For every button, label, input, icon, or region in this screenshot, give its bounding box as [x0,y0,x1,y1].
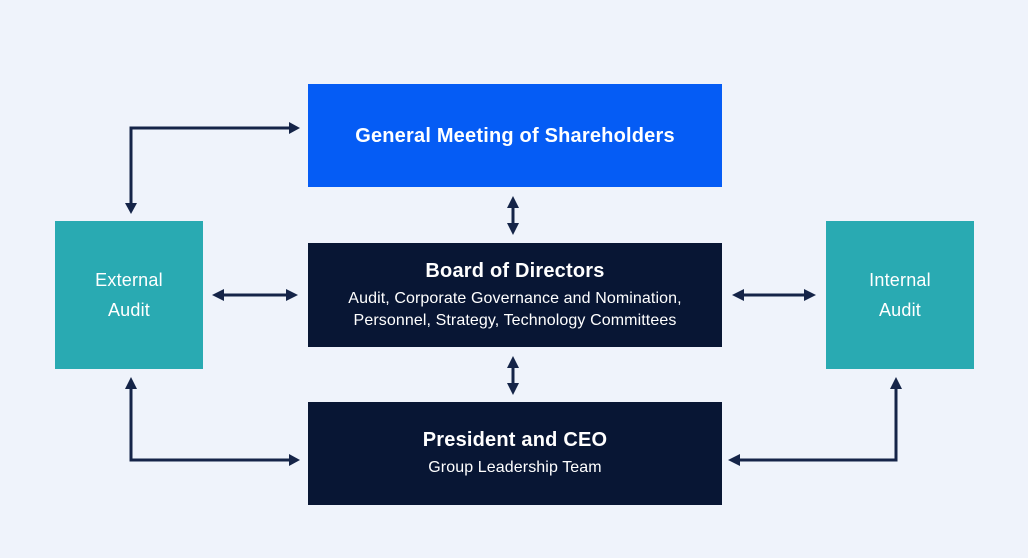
node-internal-audit: Internal Audit [826,221,974,369]
node-general-meeting-of-shareholders: General Meeting of Shareholders [308,84,722,187]
board-committees-line-2: Personnel, Strategy, Technology Committe… [353,311,677,329]
external-audit-label: External Audit [95,265,163,325]
arrowhead-left-icon [212,289,224,301]
arrowhead-right-icon [289,122,300,134]
arrowhead-up-icon [507,356,519,368]
node-president-and-ceo: President and CEO Group Leadership Team [308,402,722,505]
arrowhead-right-icon [804,289,816,301]
connector-internal-audit-ceo [728,377,902,466]
arrowhead-down-icon [125,203,137,214]
board-committees: Audit, Corporate Governance and Nominati… [348,288,681,332]
external-audit-line-2: Audit [107,300,150,320]
board-label: Board of Directors [425,259,605,282]
shareholders-label: General Meeting of Shareholders [355,124,675,147]
connector-external-audit-ceo [125,377,300,466]
node-external-audit: External Audit [55,221,203,369]
connector-board-ceo [507,356,519,395]
internal-audit-line-1: Internal [869,270,931,290]
arrowhead-down-icon [507,223,519,235]
connector-external-audit-shareholders [125,122,300,214]
connector-external-audit-board [212,289,298,301]
arrowhead-right-icon [289,454,300,466]
node-board-of-directors: Board of Directors Audit, Corporate Gove… [308,243,722,347]
arrowhead-down-icon [507,383,519,395]
arrowhead-up-icon [890,377,902,389]
board-committees-line-1: Audit, Corporate Governance and Nominati… [348,289,682,307]
arrowhead-up-icon [125,377,137,389]
internal-audit-line-2: Audit [878,300,921,320]
connector-board-internal-audit [732,289,816,301]
internal-audit-label: Internal Audit [869,265,931,325]
arrowhead-up-icon [507,196,519,208]
ceo-sublabel: Group Leadership Team [428,459,602,476]
external-audit-line-1: External [95,270,163,290]
arrowhead-right-icon [286,289,298,301]
ceo-label: President and CEO [422,429,608,451]
connector-shareholders-board [507,196,519,235]
arrowhead-left-icon [728,454,740,466]
arrowhead-left-icon [732,289,744,301]
